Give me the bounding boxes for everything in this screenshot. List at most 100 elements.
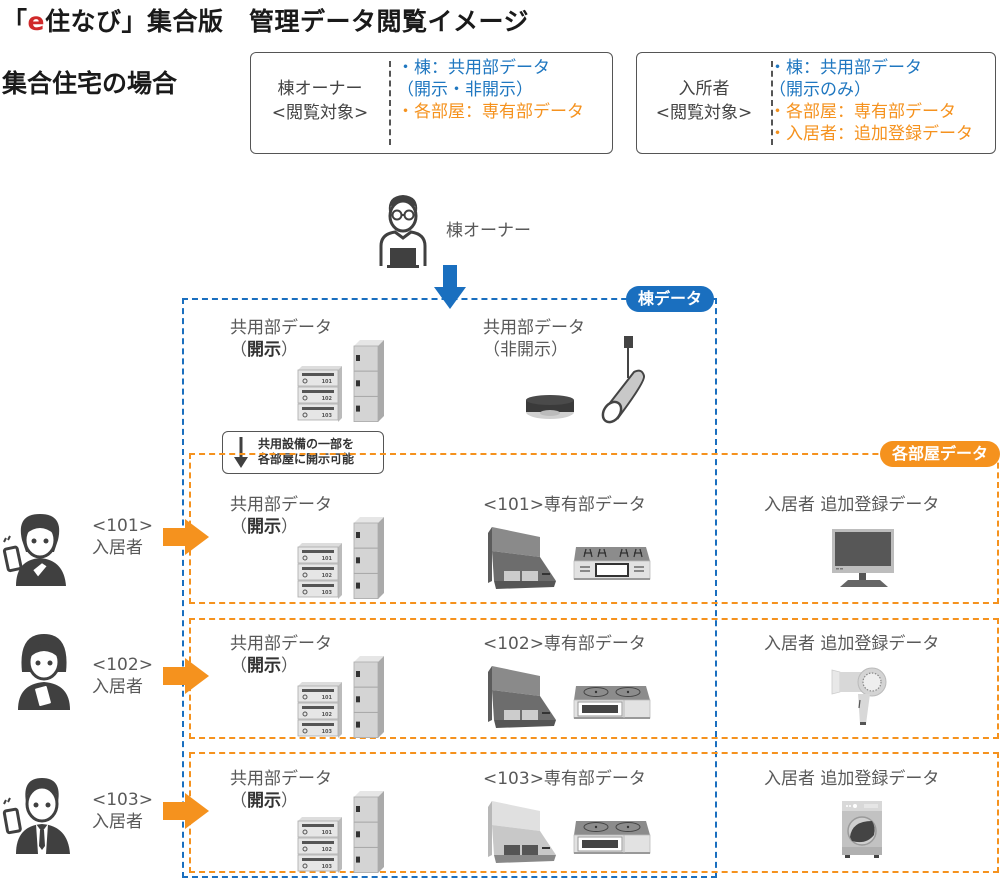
paren: ） <box>281 791 298 811</box>
resident-103-icon <box>2 778 70 854</box>
shared-closed-line1: 共用部データ <box>483 318 585 338</box>
extra-data-label: 入居者 追加登録データ <box>764 769 940 789</box>
shared-line1: 共用部データ <box>230 495 332 515</box>
subtitle: 集合住宅の場合 <box>2 69 178 98</box>
room-number: <102> <box>92 655 153 675</box>
resident-role: 入居者 <box>92 538 143 558</box>
resident-102-icon <box>18 634 70 710</box>
shared-closed-label: 共用部データ （非開示） <box>483 317 585 361</box>
range-hood-icon <box>488 666 556 728</box>
legend-resident-role: 入所者 <box>678 79 730 99</box>
paren: ） <box>281 517 298 537</box>
paren: ） <box>281 340 298 360</box>
svg-text:102: 102 <box>322 396 333 402</box>
legend-resident-target: <閲覧対象> <box>655 103 753 123</box>
note-line1: 共用設備の一部を <box>258 437 355 451</box>
mailbox-locker-icon: 101 102 103 <box>297 791 384 873</box>
paren: ） <box>281 656 298 676</box>
paren: （ <box>230 656 247 676</box>
extra-data-label: 入居者 追加登録データ <box>764 495 940 515</box>
owner-with-laptop-icon <box>379 195 427 268</box>
legend-resident-item: ・棟：共用部データ <box>769 58 922 78</box>
ih-stove-icon <box>573 686 651 719</box>
orange-right-arrow-icon <box>163 658 209 694</box>
mailbox-stack: 101 102 103 <box>297 366 342 422</box>
title-bracket-close: 」 <box>121 7 148 36</box>
mailbox-stack: 101 102 103 <box>297 817 342 873</box>
shared-open-label: 共用部データ （開示） <box>230 317 332 361</box>
legend-divider <box>771 61 773 145</box>
building-data-area <box>182 298 717 878</box>
title-bracket-open: 「 <box>2 7 28 36</box>
mailbox-locker-icon: 101 102 103 <box>297 340 384 422</box>
range-hood-icon <box>488 801 556 863</box>
open-bold: 開示 <box>247 656 281 676</box>
open-bold: 開示 <box>247 340 281 360</box>
tv-icon <box>832 529 894 587</box>
legend-resident: 入所者 <閲覧対象> ・棟：共用部データ （開示のみ） ・各部屋：専有部データ … <box>636 52 996 154</box>
legend-owner-item: （開示・非開示） <box>397 80 533 100</box>
paren: （ <box>230 791 247 811</box>
ih-stove-icon <box>573 821 651 854</box>
svg-text:101: 101 <box>322 556 333 562</box>
legend-resident-item: ・各部屋：専有部データ <box>769 102 956 122</box>
washing-machine-icon <box>842 801 882 858</box>
mailbox-stack: 101 102 103 <box>297 543 342 599</box>
locker-stack <box>353 517 384 599</box>
locker-stack <box>353 656 384 738</box>
resident-label: <103> 入居者 <box>92 789 153 833</box>
svg-text:101: 101 <box>322 379 333 385</box>
mailbox-locker-icon: 101 102 103 <box>297 517 384 599</box>
hair-dryer-icon <box>831 667 887 725</box>
open-bold: 開示 <box>247 517 281 537</box>
shared-line1: 共用部データ <box>230 634 332 654</box>
paren: （ <box>230 340 247 360</box>
orange-right-arrow-icon <box>163 793 209 829</box>
legend-resident-item: （開示のみ） <box>769 80 871 100</box>
shared-open-label: 共用部データ （開示） <box>230 494 332 538</box>
svg-text:103: 103 <box>322 729 333 735</box>
note-line2: 各部屋に開示可能 <box>258 452 355 466</box>
legend-owner-role: 棟オーナー <box>277 79 363 99</box>
down-arrow-icon <box>234 437 248 468</box>
legend-resident-item: ・入居者：追加登録データ <box>769 124 973 144</box>
legend-owner-item: ・棟：共用部データ <box>397 58 550 78</box>
range-hood-icon <box>488 527 556 589</box>
shared-line1: 共用部データ <box>230 769 332 789</box>
locker-stack <box>353 340 384 422</box>
ceiling-light-icon <box>526 395 574 419</box>
room-data-badge: 各部屋データ <box>880 441 1000 467</box>
legend-divider <box>389 61 391 145</box>
svg-text:103: 103 <box>322 590 333 596</box>
title-suffix: 集合版 管理データ閲覧イメージ <box>147 7 530 36</box>
svg-text:103: 103 <box>322 413 333 419</box>
mailbox-locker-icon: 101 102 103 <box>297 656 384 738</box>
legend-owner-target: <閲覧対象> <box>271 103 369 123</box>
svg-text:103: 103 <box>322 864 333 870</box>
room-number: <101> <box>92 516 153 536</box>
extra-data-label: 入居者 追加登録データ <box>764 634 940 654</box>
resident-role: 入居者 <box>92 677 143 697</box>
resident-label: <101> 入居者 <box>92 515 153 559</box>
open-bold: 開示 <box>247 791 281 811</box>
svg-text:102: 102 <box>322 712 333 718</box>
svg-text:101: 101 <box>322 695 333 701</box>
owner-label: 棟オーナー <box>446 221 531 241</box>
paren: （ <box>230 517 247 537</box>
private-data-label: <103>専有部データ <box>483 769 646 789</box>
resident-role: 入居者 <box>92 812 143 832</box>
shared-open-label: 共用部データ （開示） <box>230 768 332 812</box>
page-title: 「e住なび」集合版 管理データ閲覧イメージ <box>2 2 529 38</box>
room-number: <103> <box>92 790 153 810</box>
building-data-badge: 棟データ <box>626 286 715 312</box>
spotlight-icon <box>601 336 645 424</box>
orange-right-arrow-icon <box>163 519 209 555</box>
brand-e: e <box>27 7 45 36</box>
locker-stack <box>353 791 384 873</box>
private-data-label: <102>専有部データ <box>483 634 646 654</box>
svg-text:102: 102 <box>322 573 333 579</box>
shared-open-line1: 共用部データ <box>230 318 332 338</box>
resident-101-icon <box>2 514 66 586</box>
mailbox-stack: 101 102 103 <box>297 682 342 738</box>
svg-text:101: 101 <box>322 830 333 836</box>
